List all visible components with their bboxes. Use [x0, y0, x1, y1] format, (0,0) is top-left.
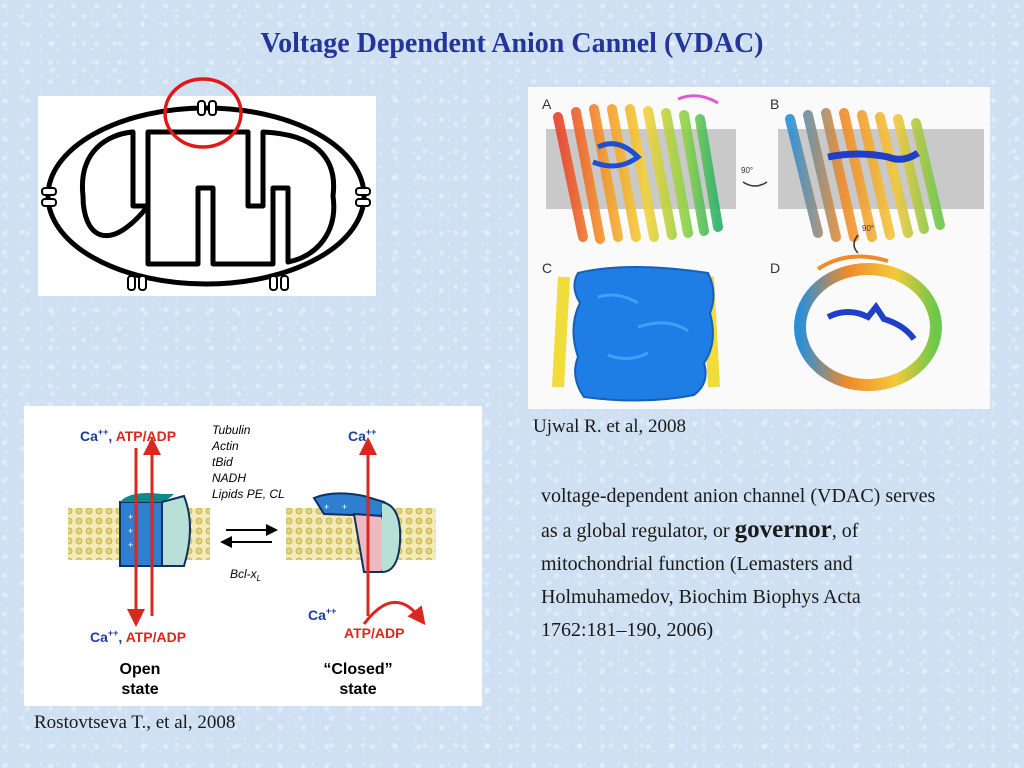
arrow-curve-closed: [362, 600, 426, 626]
channel-open: + + +: [119, 493, 191, 567]
rotation-arrow-1: [742, 181, 768, 187]
gating-citation: Rostovtseva T., et al, 2008: [34, 712, 236, 733]
vdac-pore-top: [197, 100, 217, 116]
svg-text:+: +: [342, 502, 347, 512]
svg-text:tBid: tBid: [212, 455, 233, 469]
label-ca-open-top: Ca++, ATP/ADP: [80, 427, 176, 444]
label-ca-open-bottom: Ca++, ATP/ADP: [90, 628, 186, 645]
svg-text:+: +: [128, 526, 133, 536]
inner-membrane: [79, 129, 337, 267]
panel-label-a: A: [542, 96, 552, 112]
label-atp-closed-bottom: ATP/ADP: [344, 625, 404, 641]
vdac-pore-bottom-right: [269, 275, 289, 291]
description-part1: voltage-dependent anion channel (VDAC) s…: [541, 485, 936, 542]
svg-text:Tubulin: Tubulin: [212, 423, 251, 437]
rotation-label-1: 90°: [741, 166, 753, 175]
label-ca-closed-top: Ca++: [348, 427, 376, 444]
vdac-pore-left: [41, 187, 57, 207]
slide-title: Voltage Dependent Anion Cannel (VDAC): [260, 28, 764, 59]
vdac-description: voltage-dependent anion channel (VDAC) s…: [541, 480, 941, 647]
svg-text:+: +: [128, 540, 133, 550]
description-emphasis: governor: [734, 516, 832, 543]
modulator-list: Tubulin Actin tBid NADH Lipids PE, CL: [211, 423, 285, 501]
description-part2: , of mitochondrial function (Lemasters a…: [541, 520, 861, 641]
gating-svg: + + + + + Ca++, ATP/ADP Tubulin Actin tB…: [68, 423, 436, 698]
rotation-arrow-2: [853, 234, 859, 254]
svg-text:NADH: NADH: [212, 471, 246, 485]
label-ca-closed-bottom: Ca++: [308, 606, 336, 623]
barrel-b: [785, 108, 945, 242]
closed-state-line2: state: [339, 681, 376, 698]
panel-label-d: D: [770, 260, 780, 276]
panel-label-b: B: [770, 96, 779, 112]
structure-citation: Ujwal R. et al, 2008: [533, 416, 687, 437]
panel-label-c: C: [542, 260, 552, 276]
ring-d: [794, 254, 942, 391]
vdac-pore-right: [355, 187, 371, 207]
vdac-structure-figure: A 90° B 90° C D: [528, 87, 990, 409]
vdac-pore-bottom-left: [127, 275, 147, 291]
rotation-label-2: 90°: [862, 224, 874, 233]
structure-svg: A 90° B 90° C D: [542, 94, 984, 402]
svg-text:+: +: [324, 502, 329, 512]
surface-c: [552, 266, 720, 402]
closed-state-line1: “Closed”: [323, 661, 392, 678]
svg-text:Actin: Actin: [211, 439, 239, 453]
label-bcl-xl: Bcl-xL: [230, 567, 261, 583]
highlight-circle: [163, 77, 243, 149]
mitochondrion-diagram: [38, 96, 376, 296]
open-state-line1: Open: [120, 661, 161, 678]
svg-text:Lipids PE, CL: Lipids PE, CL: [212, 487, 285, 501]
svg-text:+: +: [128, 512, 133, 522]
open-state-line2: state: [121, 681, 158, 698]
barrel-a: [553, 94, 723, 244]
vdac-gating-diagram: + + + + + Ca++, ATP/ADP Tubulin Actin tB…: [24, 406, 482, 706]
mitochondrion-svg: [41, 100, 371, 291]
